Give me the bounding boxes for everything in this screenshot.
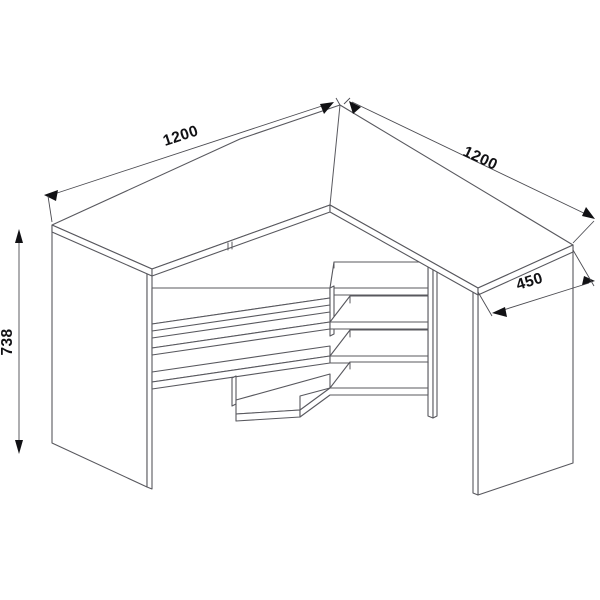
dimension-depth-line (496, 282, 590, 313)
middle-right-shelf-top (329, 295, 429, 323)
upper-right-shelf (329, 261, 429, 296)
center-divider-front-edge (427, 257, 434, 419)
dimension-right-width-extension-b (572, 220, 595, 244)
middle-right-shelf (329, 295, 429, 330)
center-divider-side-edge (432, 257, 438, 419)
dimension-left-width-label: 1200 (161, 122, 201, 149)
dimension-depth-arrow-start (492, 307, 507, 317)
upper-right-shelf-top (329, 261, 429, 289)
base-tray-top-right-wing (329, 361, 429, 389)
left-side-panel-thickness-edge (146, 268, 153, 490)
dimension-right-width-arrow-start (349, 101, 361, 114)
desktop-corner-seam (329, 104, 341, 206)
desk-assembly (51, 104, 574, 496)
lower-shelf-riser (231, 375, 237, 407)
dimension-height: 738 (0, 229, 23, 454)
dimension-left-width-arrow-end (320, 102, 334, 114)
dimension-left-width-arrow-start (44, 190, 58, 201)
dimension-right-width-label: 1200 (460, 143, 500, 174)
base-tray-top-left-wing (235, 373, 331, 415)
dimension-right-width-arrow-end (582, 207, 595, 219)
dimension-height-arrow-top (15, 229, 23, 243)
dimension-depth-arrow-end (582, 276, 595, 285)
dimension-right-width-extension-a (343, 97, 351, 105)
dimension-height-label: 738 (0, 328, 16, 355)
dimension-height-arrow-bottom (15, 440, 23, 454)
dimension-depth-extension-b (572, 249, 595, 287)
lower-right-shelf-top (329, 329, 429, 357)
dimension-depth-extension-a (477, 291, 493, 317)
dimension-left-width-extension-b (335, 97, 341, 106)
base-tray-front-edge (299, 387, 429, 418)
center-divider-panel (427, 257, 438, 419)
dimension-left-width-line (47, 102, 332, 197)
upper-right-shelf-front-edge (329, 287, 429, 296)
middle-right-shelf-front-edge (329, 321, 429, 330)
upper-left-shelf (151, 287, 331, 332)
lower-right-shelf (329, 329, 429, 364)
desktop-surface (51, 104, 574, 296)
dimension-right-width-line (351, 101, 593, 218)
right-side-panel-thickness-edge (472, 284, 479, 496)
middle-left-shelf (151, 311, 331, 356)
lower-shelf-riser-face (231, 375, 237, 407)
dimension-left-width-extension-a (47, 195, 53, 223)
base-tray-shelf (235, 361, 429, 422)
